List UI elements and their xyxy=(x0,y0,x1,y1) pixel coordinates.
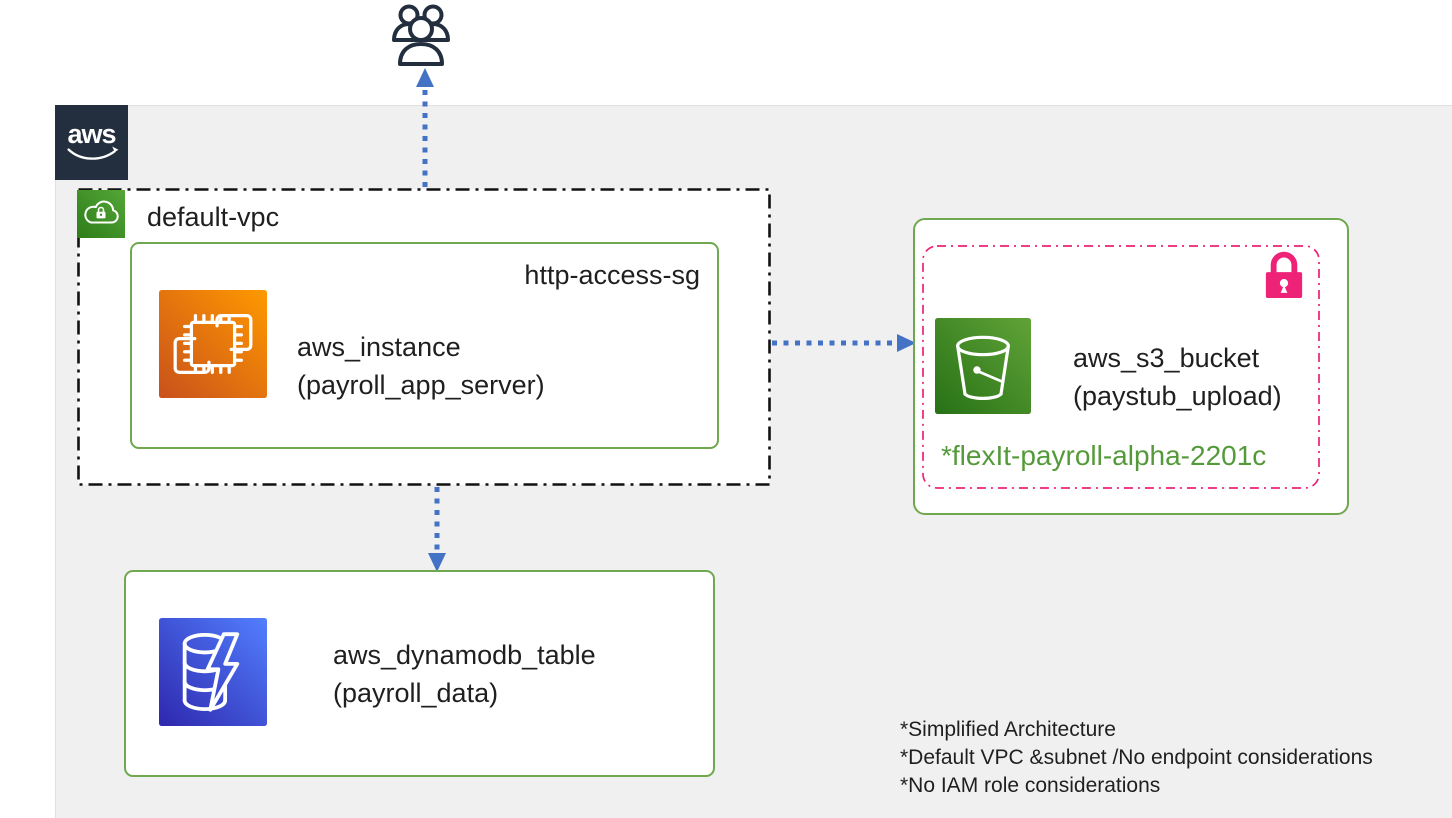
vpc-icon xyxy=(77,190,125,238)
dynamodb-icon xyxy=(159,618,267,726)
ec2-label-line1: aws_instance xyxy=(297,332,461,362)
dynamodb-label-line1: aws_dynamodb_table xyxy=(333,640,596,670)
footnote-line: *Default VPC &subnet /No endpoint consid… xyxy=(900,746,1373,769)
s3-bucket-name: *flexIt-payroll-alpha-2201c xyxy=(941,440,1267,471)
aws-smile-icon xyxy=(66,146,118,160)
footnote-line: *No IAM role considerations xyxy=(900,774,1161,797)
arrow-ec2-to-s3 xyxy=(772,334,916,352)
arrow-ec2-to-dynamodb xyxy=(428,487,446,572)
s3-label: aws_s3_bucket (paystub_upload) xyxy=(1073,339,1282,415)
dynamodb-label: aws_dynamodb_table (payroll_data) xyxy=(333,636,596,712)
footnotes: *Simplified Architecture *Default VPC &s… xyxy=(900,716,1373,800)
dynamodb-label-line2: (payroll_data) xyxy=(333,678,499,708)
ec2-label-line2: (payroll_app_server) xyxy=(297,370,545,400)
footnote-line: *Simplified Architecture xyxy=(900,718,1116,741)
aws-logo: aws xyxy=(55,105,128,180)
vpc-label: default-vpc xyxy=(147,202,280,232)
s3-label-line2: (paystub_upload) xyxy=(1073,381,1282,411)
security-group-label: http-access-sg xyxy=(524,260,700,290)
lock-icon xyxy=(1265,251,1303,298)
ec2-label: aws_instance (payroll_app_server) xyxy=(297,328,545,404)
ec2-icon xyxy=(159,290,267,398)
s3-icon xyxy=(935,318,1031,414)
s3-public-boundary xyxy=(922,245,1320,489)
users-icon xyxy=(392,4,450,66)
s3-label-line1: aws_s3_bucket xyxy=(1073,343,1260,373)
arrow-vpc-to-users xyxy=(416,68,434,189)
aws-logo-text: aws xyxy=(67,118,116,149)
